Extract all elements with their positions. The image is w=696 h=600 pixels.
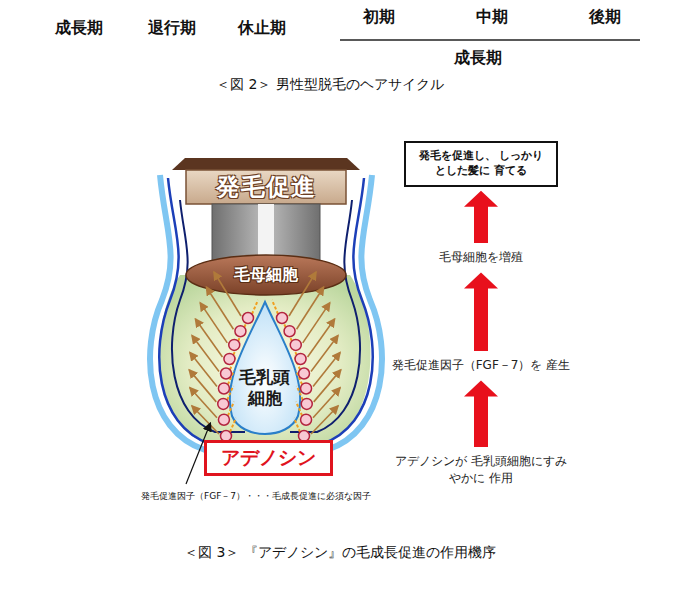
factor-bead bbox=[301, 398, 312, 409]
annotation-note: 発毛促進因子（FGF－7）・・・毛成長促進に必須な因子 bbox=[141, 490, 371, 503]
factor-arrow bbox=[192, 336, 219, 372]
node-text: 毛母細胞 bbox=[234, 265, 298, 286]
factor-arrow bbox=[311, 336, 338, 372]
factor-bead bbox=[218, 383, 229, 394]
roof-band bbox=[186, 170, 346, 204]
node-text: 毛乳頭 細胞 bbox=[236, 367, 294, 410]
factor-bead bbox=[301, 383, 312, 394]
factor-arrows bbox=[189, 272, 341, 434]
node-text: 発毛を促進し、 しっかりとした髪に 育てる bbox=[416, 149, 546, 179]
matrix-label: 毛母細胞 bbox=[228, 263, 304, 288]
phase-label: 成長期 bbox=[55, 18, 103, 39]
result-box: 発毛を促進し、 しっかりとした髪に 育てる bbox=[404, 141, 558, 187]
factor-arrow bbox=[297, 287, 324, 329]
factor-bead bbox=[299, 368, 310, 379]
factor-arrow bbox=[230, 418, 236, 432]
node-text: 発毛促進 bbox=[216, 171, 316, 203]
node-text: アデノシン bbox=[221, 445, 316, 471]
figure-caption: ＜図 2＞ 男性型脱毛のヘアサイクル bbox=[216, 76, 444, 94]
factor-arrow bbox=[308, 319, 335, 357]
phase-label: 休止期 bbox=[238, 18, 286, 39]
phase-label: 成長期 bbox=[454, 48, 502, 69]
flow-step: アデノシンが 毛乳頭細胞にすみやかに 作用 bbox=[387, 451, 575, 490]
flow-arrow-shape bbox=[464, 191, 498, 243]
figure-caption: ＜図 3＞ 『アデノシン』の毛成長促進の作用機序 bbox=[184, 544, 496, 562]
factor-arrow bbox=[190, 388, 217, 418]
papilla-shape bbox=[230, 302, 300, 434]
factor-bead bbox=[229, 339, 240, 350]
flow-step: 毛母細胞を増殖 bbox=[435, 247, 527, 268]
factor-beads bbox=[218, 313, 313, 442]
factor-arrow bbox=[314, 370, 341, 402]
factor-bead bbox=[290, 339, 301, 350]
factor-bead bbox=[224, 353, 235, 364]
factor-bead bbox=[301, 414, 312, 425]
roof bbox=[172, 158, 360, 170]
node-text: アデノシンが 毛乳頭細胞にすみやかに 作用 bbox=[391, 453, 571, 488]
factor-arrow bbox=[206, 287, 233, 329]
flow-arrow-shape bbox=[464, 380, 498, 447]
flow-arrow bbox=[464, 191, 498, 243]
phase-label: 後期 bbox=[589, 7, 621, 28]
factor-bead bbox=[277, 313, 288, 324]
factor-arrow bbox=[294, 418, 300, 432]
flow-arrow-shape bbox=[464, 272, 498, 351]
sheath-line bbox=[150, 175, 205, 450]
roof-label: 発毛促進 bbox=[210, 169, 322, 205]
papilla-label: 毛乳頭 細胞 bbox=[234, 365, 296, 412]
factor-bead bbox=[235, 326, 246, 337]
factor-arrow bbox=[189, 370, 216, 402]
axis-line bbox=[340, 39, 640, 41]
factor-bead bbox=[295, 353, 306, 364]
factor-arrow bbox=[272, 300, 278, 314]
factor-arrow bbox=[313, 352, 340, 386]
factor-arrow bbox=[200, 303, 227, 343]
factor-arrow bbox=[311, 406, 338, 434]
phase-label: 退行期 bbox=[148, 18, 196, 39]
node-text: 発毛促進因子（FGF－7）を 産生 bbox=[381, 357, 581, 374]
flow-arrow bbox=[464, 380, 498, 447]
factor-bead bbox=[218, 414, 229, 425]
factor-bead bbox=[218, 398, 229, 409]
factor-arrow bbox=[313, 388, 340, 418]
factor-arrow bbox=[252, 300, 258, 314]
factor-bead bbox=[221, 368, 232, 379]
factor-arrow bbox=[190, 352, 217, 386]
factor-bead bbox=[243, 313, 254, 324]
factor-bead bbox=[284, 326, 295, 337]
flow-step: 発毛促進因子（FGF－7）を 産生 bbox=[377, 355, 585, 376]
phase-label: 中期 bbox=[476, 7, 508, 28]
factor-arrow bbox=[195, 319, 222, 357]
node-text: 毛母細胞を増殖 bbox=[439, 249, 523, 266]
factor-arrow bbox=[192, 406, 219, 434]
flow-arrow bbox=[464, 272, 498, 351]
adenosine-box: アデノシン bbox=[204, 440, 333, 476]
phase-label: 初期 bbox=[363, 7, 395, 28]
factor-arrow bbox=[303, 303, 330, 343]
